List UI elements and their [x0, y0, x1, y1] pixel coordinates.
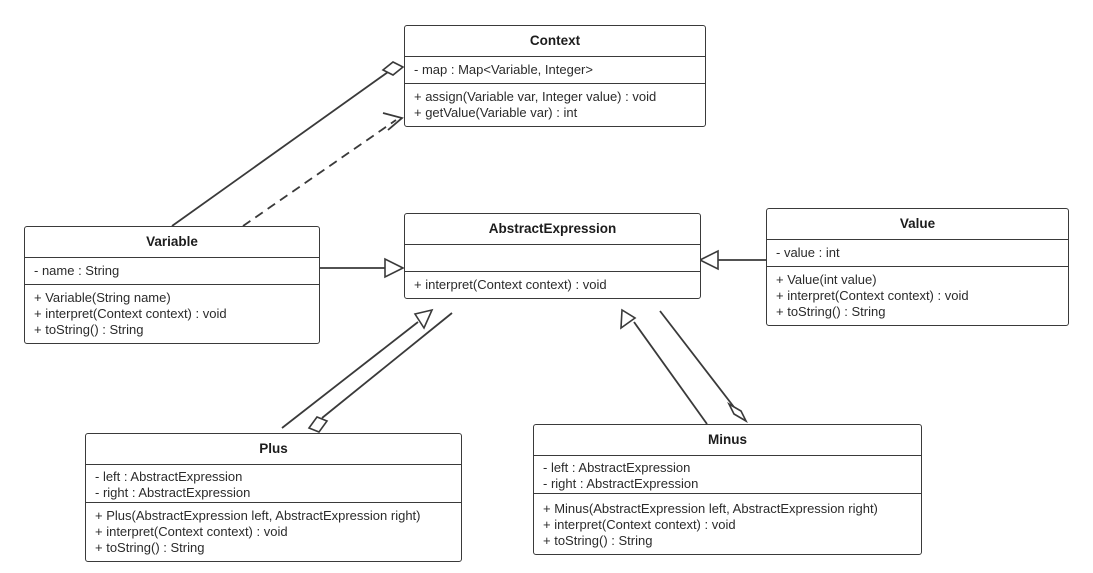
operation: + toString() : String — [34, 321, 144, 337]
operation: + Value(int value) — [776, 271, 877, 287]
hollow-triangle-marker — [698, 249, 719, 271]
operation: + Minus(AbstractExpression left, Abstrac… — [543, 500, 878, 516]
hollow-diamond-marker — [381, 61, 405, 76]
operation: + interpret(Context context) : void — [414, 276, 607, 292]
class-attributes-value: - value : int — [767, 240, 1068, 267]
attribute: - name : String — [34, 262, 120, 278]
edge-minus-aggregation-abstractexpression[interactable] — [659, 310, 748, 424]
operation: + interpret(Context context) : void — [34, 305, 227, 321]
class-attributes-context: - map : Map<Variable, Integer> — [405, 57, 705, 84]
operation: + toString() : String — [95, 539, 205, 555]
class-operations-minus: + Minus(AbstractExpression left, Abstrac… — [534, 494, 921, 554]
class-attributes-abstractexpression — [405, 245, 700, 272]
class-operations-context: + assign(Variable var, Integer value) : … — [405, 84, 705, 126]
operation: + interpret(Context context) : void — [95, 523, 288, 539]
edge-variable-aggregation-context[interactable] — [171, 61, 405, 227]
hollow-triangle-marker — [384, 257, 405, 279]
open-arrow-marker — [382, 112, 404, 131]
edge-plus-aggregation-abstractexpression[interactable] — [307, 312, 453, 433]
operation: + interpret(Context context) : void — [776, 287, 969, 303]
operation: + Plus(AbstractExpression left, Abstract… — [95, 507, 421, 523]
hollow-triangle-marker — [413, 308, 434, 330]
edge-variable-generalization-abstractexpression[interactable] — [320, 257, 405, 279]
operation: + toString() : String — [776, 303, 886, 319]
class-name-context: Context — [405, 26, 705, 57]
operation: + interpret(Context context) : void — [543, 516, 736, 532]
class-name-plus: Plus — [86, 434, 461, 465]
hollow-diamond-marker — [727, 401, 748, 424]
class-operations-plus: + Plus(AbstractExpression left, Abstract… — [86, 503, 461, 561]
class-box-plus[interactable]: Plus - left : AbstractExpression - right… — [85, 433, 462, 562]
operation: + getValue(Variable var) : int — [414, 104, 578, 120]
operation: + Variable(String name) — [34, 289, 171, 305]
attribute: - left : AbstractExpression — [543, 459, 691, 475]
class-name-value: Value — [767, 209, 1068, 240]
class-name-minus: Minus — [534, 425, 921, 456]
edge-plus-generalization-abstractexpression[interactable] — [281, 308, 434, 429]
operation: + toString() : String — [543, 532, 653, 548]
hollow-diamond-marker — [307, 416, 329, 433]
class-box-value[interactable]: Value - value : int + Value(int value) +… — [766, 208, 1069, 326]
class-box-variable[interactable]: Variable - name : String + Variable(Stri… — [24, 226, 320, 344]
attribute: - value : int — [776, 244, 840, 260]
class-name-abstractexpression: AbstractExpression — [405, 214, 700, 245]
class-operations-value: + Value(int value) + interpret(Context c… — [767, 267, 1068, 325]
class-box-context[interactable]: Context - map : Map<Variable, Integer> +… — [404, 25, 706, 127]
attribute: - map : Map<Variable, Integer> — [414, 61, 593, 77]
class-attributes-plus: - left : AbstractExpression - right : Ab… — [86, 465, 461, 503]
operation: + assign(Variable var, Integer value) : … — [414, 88, 657, 104]
edge-minus-generalization-abstractexpression[interactable] — [620, 308, 708, 425]
edge-value-generalization-abstractexpression[interactable] — [698, 249, 766, 271]
attribute: - right : AbstractExpression — [543, 475, 699, 491]
class-attributes-variable: - name : String — [25, 258, 319, 285]
class-operations-variable: + Variable(String name) + interpret(Cont… — [25, 285, 319, 343]
attribute: - left : AbstractExpression — [95, 468, 243, 484]
class-name-variable: Variable — [25, 227, 319, 258]
edge-variable-dependency-context[interactable] — [242, 112, 404, 227]
hollow-triangle-marker — [620, 308, 637, 330]
class-box-abstractexpression[interactable]: AbstractExpression + interpret(Context c… — [404, 213, 701, 299]
class-attributes-minus: - left : AbstractExpression - right : Ab… — [534, 456, 921, 494]
attribute: - right : AbstractExpression — [95, 484, 251, 500]
class-box-minus[interactable]: Minus - left : AbstractExpression - righ… — [533, 424, 922, 555]
class-operations-abstractexpression: + interpret(Context context) : void — [405, 272, 700, 298]
